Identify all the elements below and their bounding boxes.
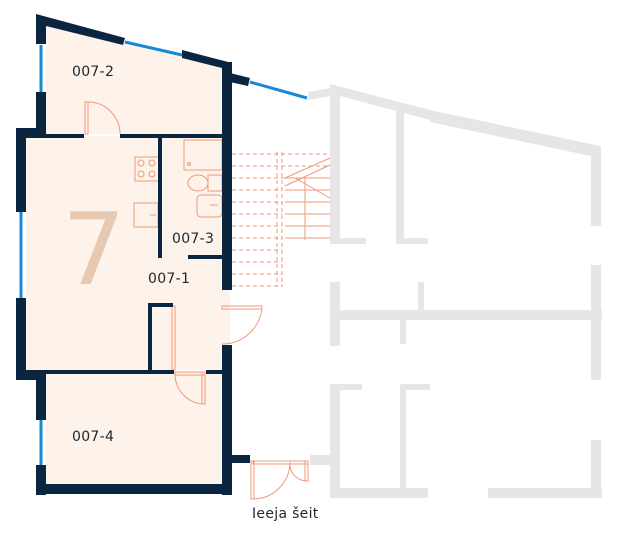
walls bbox=[16, 14, 250, 495]
neighbor-apartment bbox=[308, 84, 602, 498]
entrance-label: Ieeja šeit bbox=[252, 506, 319, 522]
room-label-007-2: 007-2 bbox=[72, 64, 115, 80]
windows bbox=[19, 40, 308, 465]
apartment-number: 7 bbox=[62, 191, 126, 308]
room-label-007-1: 007-1 bbox=[148, 271, 191, 287]
staircase bbox=[232, 152, 331, 287]
room-label-007-4: 007-4 bbox=[72, 429, 115, 445]
room-label-007-3: 007-3 bbox=[172, 231, 215, 247]
fixtures bbox=[84, 101, 309, 500]
